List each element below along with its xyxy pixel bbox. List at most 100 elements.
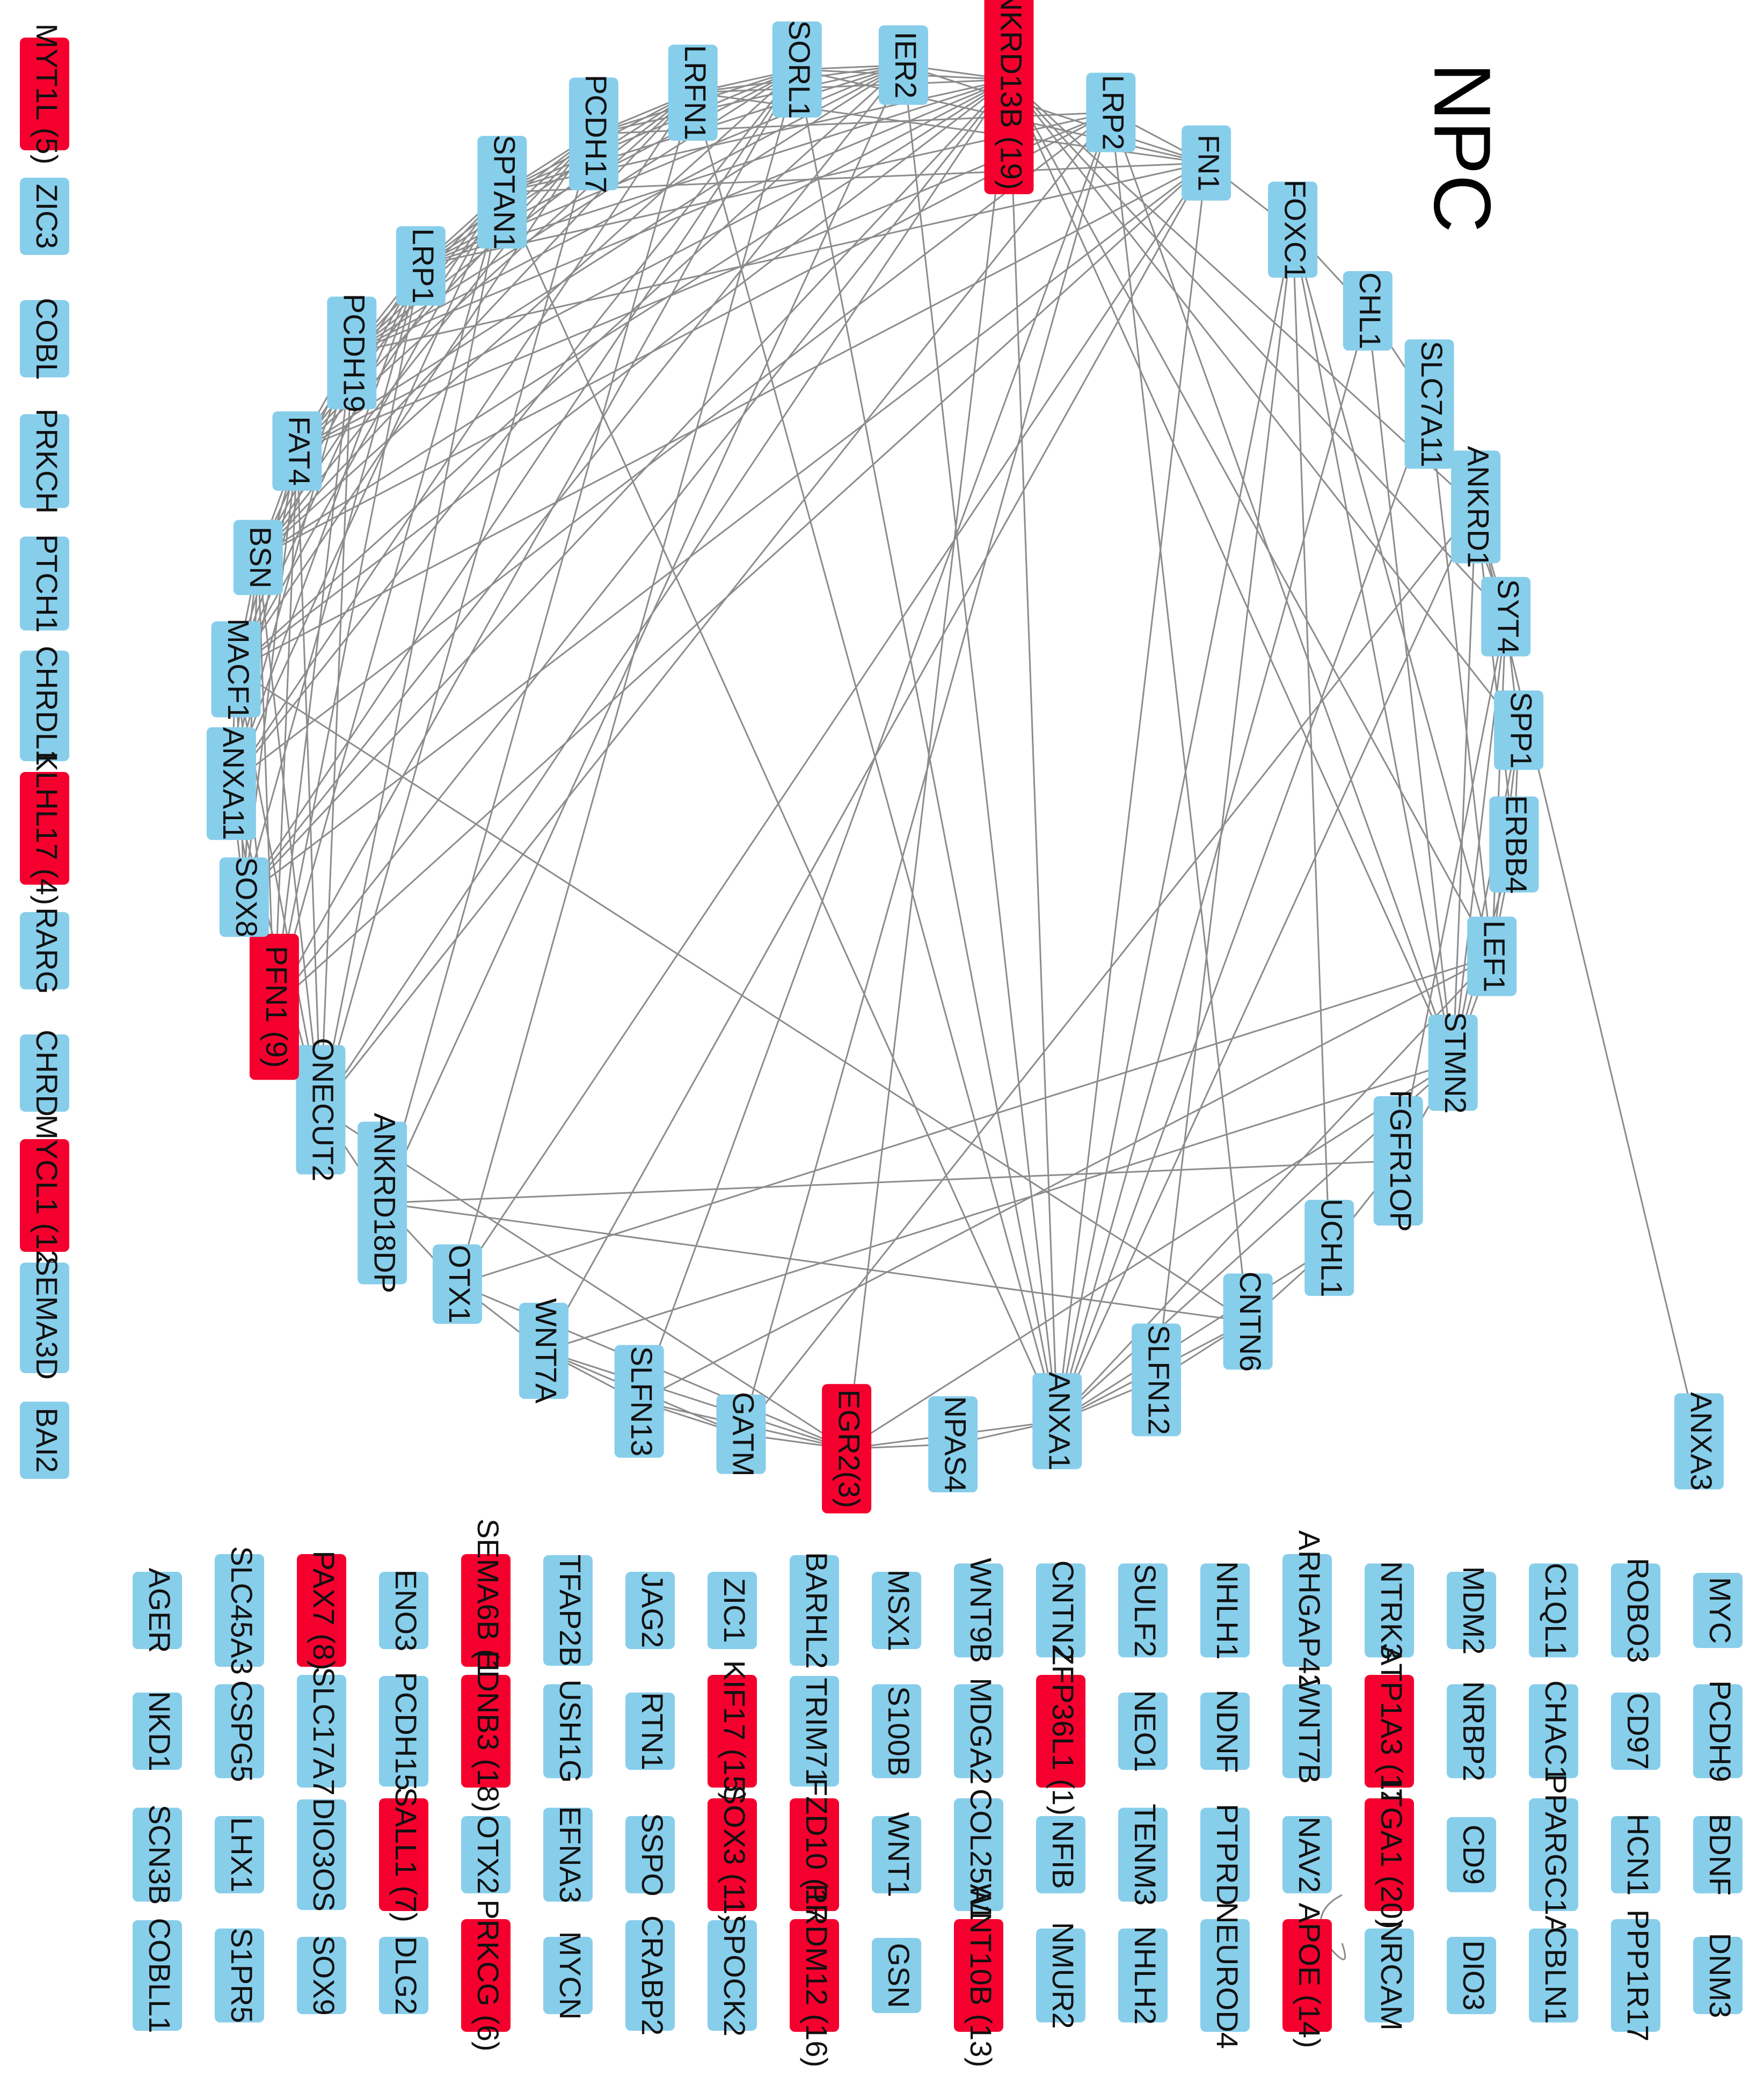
node-label: SOX3 (11)	[718, 1785, 752, 1924]
node-label: MYC	[1703, 1577, 1737, 1644]
node-label: C1QL1	[1539, 1563, 1573, 1658]
grid-gene-prdm12-16: PRDM12 (16)	[790, 1884, 839, 2067]
node-box	[790, 1676, 839, 1787]
node-label: SPTAN1	[488, 135, 522, 250]
node-label: RARG	[30, 907, 64, 994]
grid-gene-wnt10b-13: WNT10B (13)	[954, 1884, 1003, 2067]
node-box	[1447, 1572, 1496, 1649]
node-box	[233, 520, 283, 595]
node-label: MSX1	[882, 1570, 916, 1652]
node-box	[1343, 271, 1393, 351]
node-box	[1200, 1693, 1250, 1770]
grid-gene-pcdh15: PCDH15	[379, 1672, 428, 1790]
grid-gene-fzd10-17: FZD10 (17)	[790, 1778, 839, 1931]
node-box	[211, 621, 261, 718]
edge-spp1-stmn2	[1452, 730, 1520, 1063]
node-label: ANXA11	[217, 727, 251, 840]
node-erbb4: ERBB4	[1489, 795, 1539, 894]
node-stmn2: STMN2	[1428, 1012, 1478, 1114]
edge-chl1-stmn2	[1367, 310, 1454, 1063]
edge-syt4-lef1	[1491, 616, 1507, 957]
node-box	[614, 1345, 664, 1458]
node-box	[708, 1798, 757, 1911]
node-label: CHAC1	[1539, 1680, 1573, 1782]
node-lrp2: LRP2	[1086, 72, 1136, 152]
left-gene-chrdl1: CHRDL1	[20, 646, 69, 766]
node-box	[297, 1937, 346, 2014]
node-box	[625, 1816, 675, 1893]
edge-fn1-otx1	[456, 162, 1207, 1285]
left-gene-ptch1: PTCH1	[20, 534, 69, 633]
node-box	[1428, 1015, 1478, 1111]
node-box	[461, 1919, 511, 2032]
node-label: KLHL17 (4)	[30, 752, 64, 905]
grid-gene-ndnf: NDNF	[1200, 1689, 1250, 1773]
node-box	[668, 45, 718, 141]
edge-foxc1-anxa1	[1056, 229, 1294, 1421]
node-label: ANKRD1	[1461, 446, 1495, 568]
node-label: SCN3B	[143, 1805, 177, 1905]
node-label: PPP1R17	[1621, 1909, 1655, 2041]
node-label: GSN	[882, 1943, 916, 2008]
edge-ankrd13b-lef1	[1008, 79, 1493, 957]
edge-macf1-pcdh17	[235, 133, 595, 670]
node-box	[625, 1693, 675, 1770]
node-box	[20, 912, 69, 989]
edges-layer	[230, 64, 1700, 1450]
node-label: TFAP2B	[553, 1555, 587, 1667]
edge-anxa1-ier2	[902, 65, 1058, 1421]
grid-gene-ntrk3: NTRK3	[1365, 1561, 1414, 1660]
edge-fgfr1op-ankrd18dp	[382, 1160, 1398, 1204]
grid-gene-tenm3: TENM3	[1118, 1804, 1168, 1906]
grid-gene-cobll1: COBLL1	[133, 1918, 182, 2033]
node-fat4: FAT4	[272, 411, 322, 491]
node-label: NHLH2	[1128, 1926, 1162, 2025]
node-box	[215, 1684, 264, 1778]
grid-gene-efna3: EFNA3	[543, 1806, 593, 1903]
left-gene-mycl1-12: MYCL1 (12)	[20, 1114, 69, 1277]
grid-gene-dio3: DIO3	[1447, 1937, 1496, 2014]
left-gene-rarg: RARG	[20, 907, 69, 994]
edge-foxc1-slfn12	[1155, 229, 1294, 1380]
edge-stmn2-egr2	[846, 1062, 1454, 1449]
grid-gene-slc17a7: SLC17A7	[297, 1667, 346, 1796]
node-box	[1693, 1573, 1743, 1648]
node-label: DIO3OS	[307, 1798, 341, 1912]
node-label: CHRDL1	[30, 646, 64, 766]
node-label: OTX1	[443, 1245, 477, 1323]
node-box	[20, 1034, 69, 1112]
node-label: NMUR2	[1046, 1922, 1080, 2029]
node-box	[1223, 1273, 1273, 1370]
node-box	[708, 1675, 757, 1788]
node-label: LHX1	[225, 1817, 259, 1892]
node-box	[543, 1555, 593, 1666]
node-box	[215, 1816, 264, 1893]
grid-gene-gsn: GSN	[872, 1938, 921, 2013]
grid-gene-rtn1: RTN1	[625, 1692, 675, 1770]
node-label: WNT7B	[1293, 1679, 1326, 1784]
node-box	[20, 772, 69, 885]
grid-gene-s100b: S100B	[872, 1684, 921, 1778]
grid-gene-wnt7b: WNT7B	[1282, 1679, 1332, 1784]
node-box	[1373, 1096, 1423, 1226]
grid-gene-col25a1: COL25A1	[954, 1789, 1003, 1921]
node-label: ANXA3	[1685, 1392, 1718, 1491]
node-box	[1404, 339, 1454, 469]
left-gene-zic3: ZIC3	[20, 178, 69, 255]
node-label: HCN1	[1621, 1814, 1655, 1895]
edge-foxc1-stmn2	[1292, 229, 1454, 1063]
nodes-layer: ANKRD13B (19)LRP2FN1FOXC1CHL1SLC7A11ANKR…	[206, 0, 1724, 1514]
grid-gene-chac1: CHAC1	[1529, 1680, 1578, 1782]
grid-gene-tfap2b: TFAP2B	[543, 1555, 593, 1667]
node-label: MACF1	[222, 618, 256, 720]
grid-gene-cntn2: CNTN2	[1036, 1561, 1085, 1660]
node-label: SLC45A3	[225, 1546, 259, 1675]
node-box	[20, 38, 69, 150]
grid-gene-mycn: MYCN	[543, 1931, 593, 2019]
node-npas4: NPAS4	[928, 1396, 978, 1492]
node-box	[1529, 1563, 1578, 1658]
grid-gene-sox3-11: SOX3 (11)	[708, 1785, 757, 1924]
node-label: EGR2(3)	[832, 1389, 866, 1508]
node-box	[1451, 450, 1501, 564]
node-label: SEMA6B (10)	[471, 1519, 505, 1702]
